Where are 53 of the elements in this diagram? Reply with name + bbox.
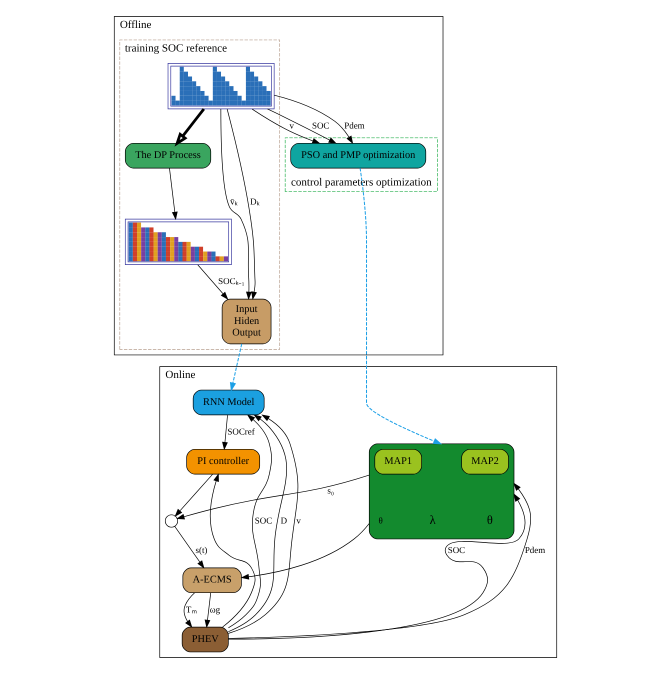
edge-label: SOC: [312, 120, 330, 130]
arrow: [174, 108, 205, 147]
edge-label: SOC: [448, 544, 466, 555]
arrow: [228, 414, 272, 628]
node-box: A-ECMS: [182, 568, 242, 594]
arrow: [240, 523, 370, 580]
arrow: [174, 526, 204, 569]
arrow: [204, 592, 212, 628]
node-box: MAP1: [374, 449, 422, 474]
arrow: [197, 264, 228, 300]
arrow: [184, 592, 195, 628]
edge-label: θ: [378, 515, 383, 526]
edge-label: Tₘ: [186, 604, 196, 614]
node-label: λ: [430, 513, 436, 528]
arrow: [226, 108, 257, 300]
edge-label: Pdem: [524, 544, 546, 555]
arrow: [252, 108, 320, 144]
arrow: [228, 414, 298, 634]
node-box: Input Hiden Output: [222, 298, 272, 344]
arrow: [228, 414, 288, 632]
edge-label: SOC: [254, 515, 272, 526]
edge-label: s(t): [195, 544, 208, 555]
node-label: θ: [486, 513, 493, 528]
node-box: The DP Process: [124, 143, 212, 168]
arrow: [360, 168, 442, 444]
arrow: [222, 414, 228, 450]
node-circle: [164, 514, 178, 528]
edge-label: v: [290, 120, 294, 130]
arrow: [169, 168, 178, 220]
edge-label: v: [296, 515, 301, 526]
arrow: [210, 473, 256, 628]
edge-label: Dₖ: [250, 196, 260, 206]
cluster: [368, 443, 514, 540]
node-box: PHEV: [182, 626, 229, 652]
node-picture: [124, 218, 232, 265]
edge-label: v̄ₖ: [230, 196, 238, 206]
arrow: [176, 474, 370, 520]
edge-label: ωg: [210, 604, 220, 614]
edge-label: SOCref: [227, 426, 255, 436]
node-box: MAP2: [461, 449, 509, 474]
edge-label: s₀: [327, 486, 334, 496]
arrow: [267, 108, 337, 144]
edge-label: D: [280, 515, 288, 526]
node-box: PI controller: [186, 449, 260, 474]
edge-label: SOCₖ₋₁: [218, 276, 245, 286]
arrow: [174, 474, 213, 517]
arrow: [274, 94, 354, 144]
node-picture: [168, 63, 274, 110]
node-box: RNN Model: [192, 390, 265, 416]
edge-label: Pdem: [344, 120, 365, 130]
arrow: [220, 108, 252, 300]
arrow: [230, 344, 242, 392]
node-box: PSO and PMP optimization: [290, 143, 426, 168]
